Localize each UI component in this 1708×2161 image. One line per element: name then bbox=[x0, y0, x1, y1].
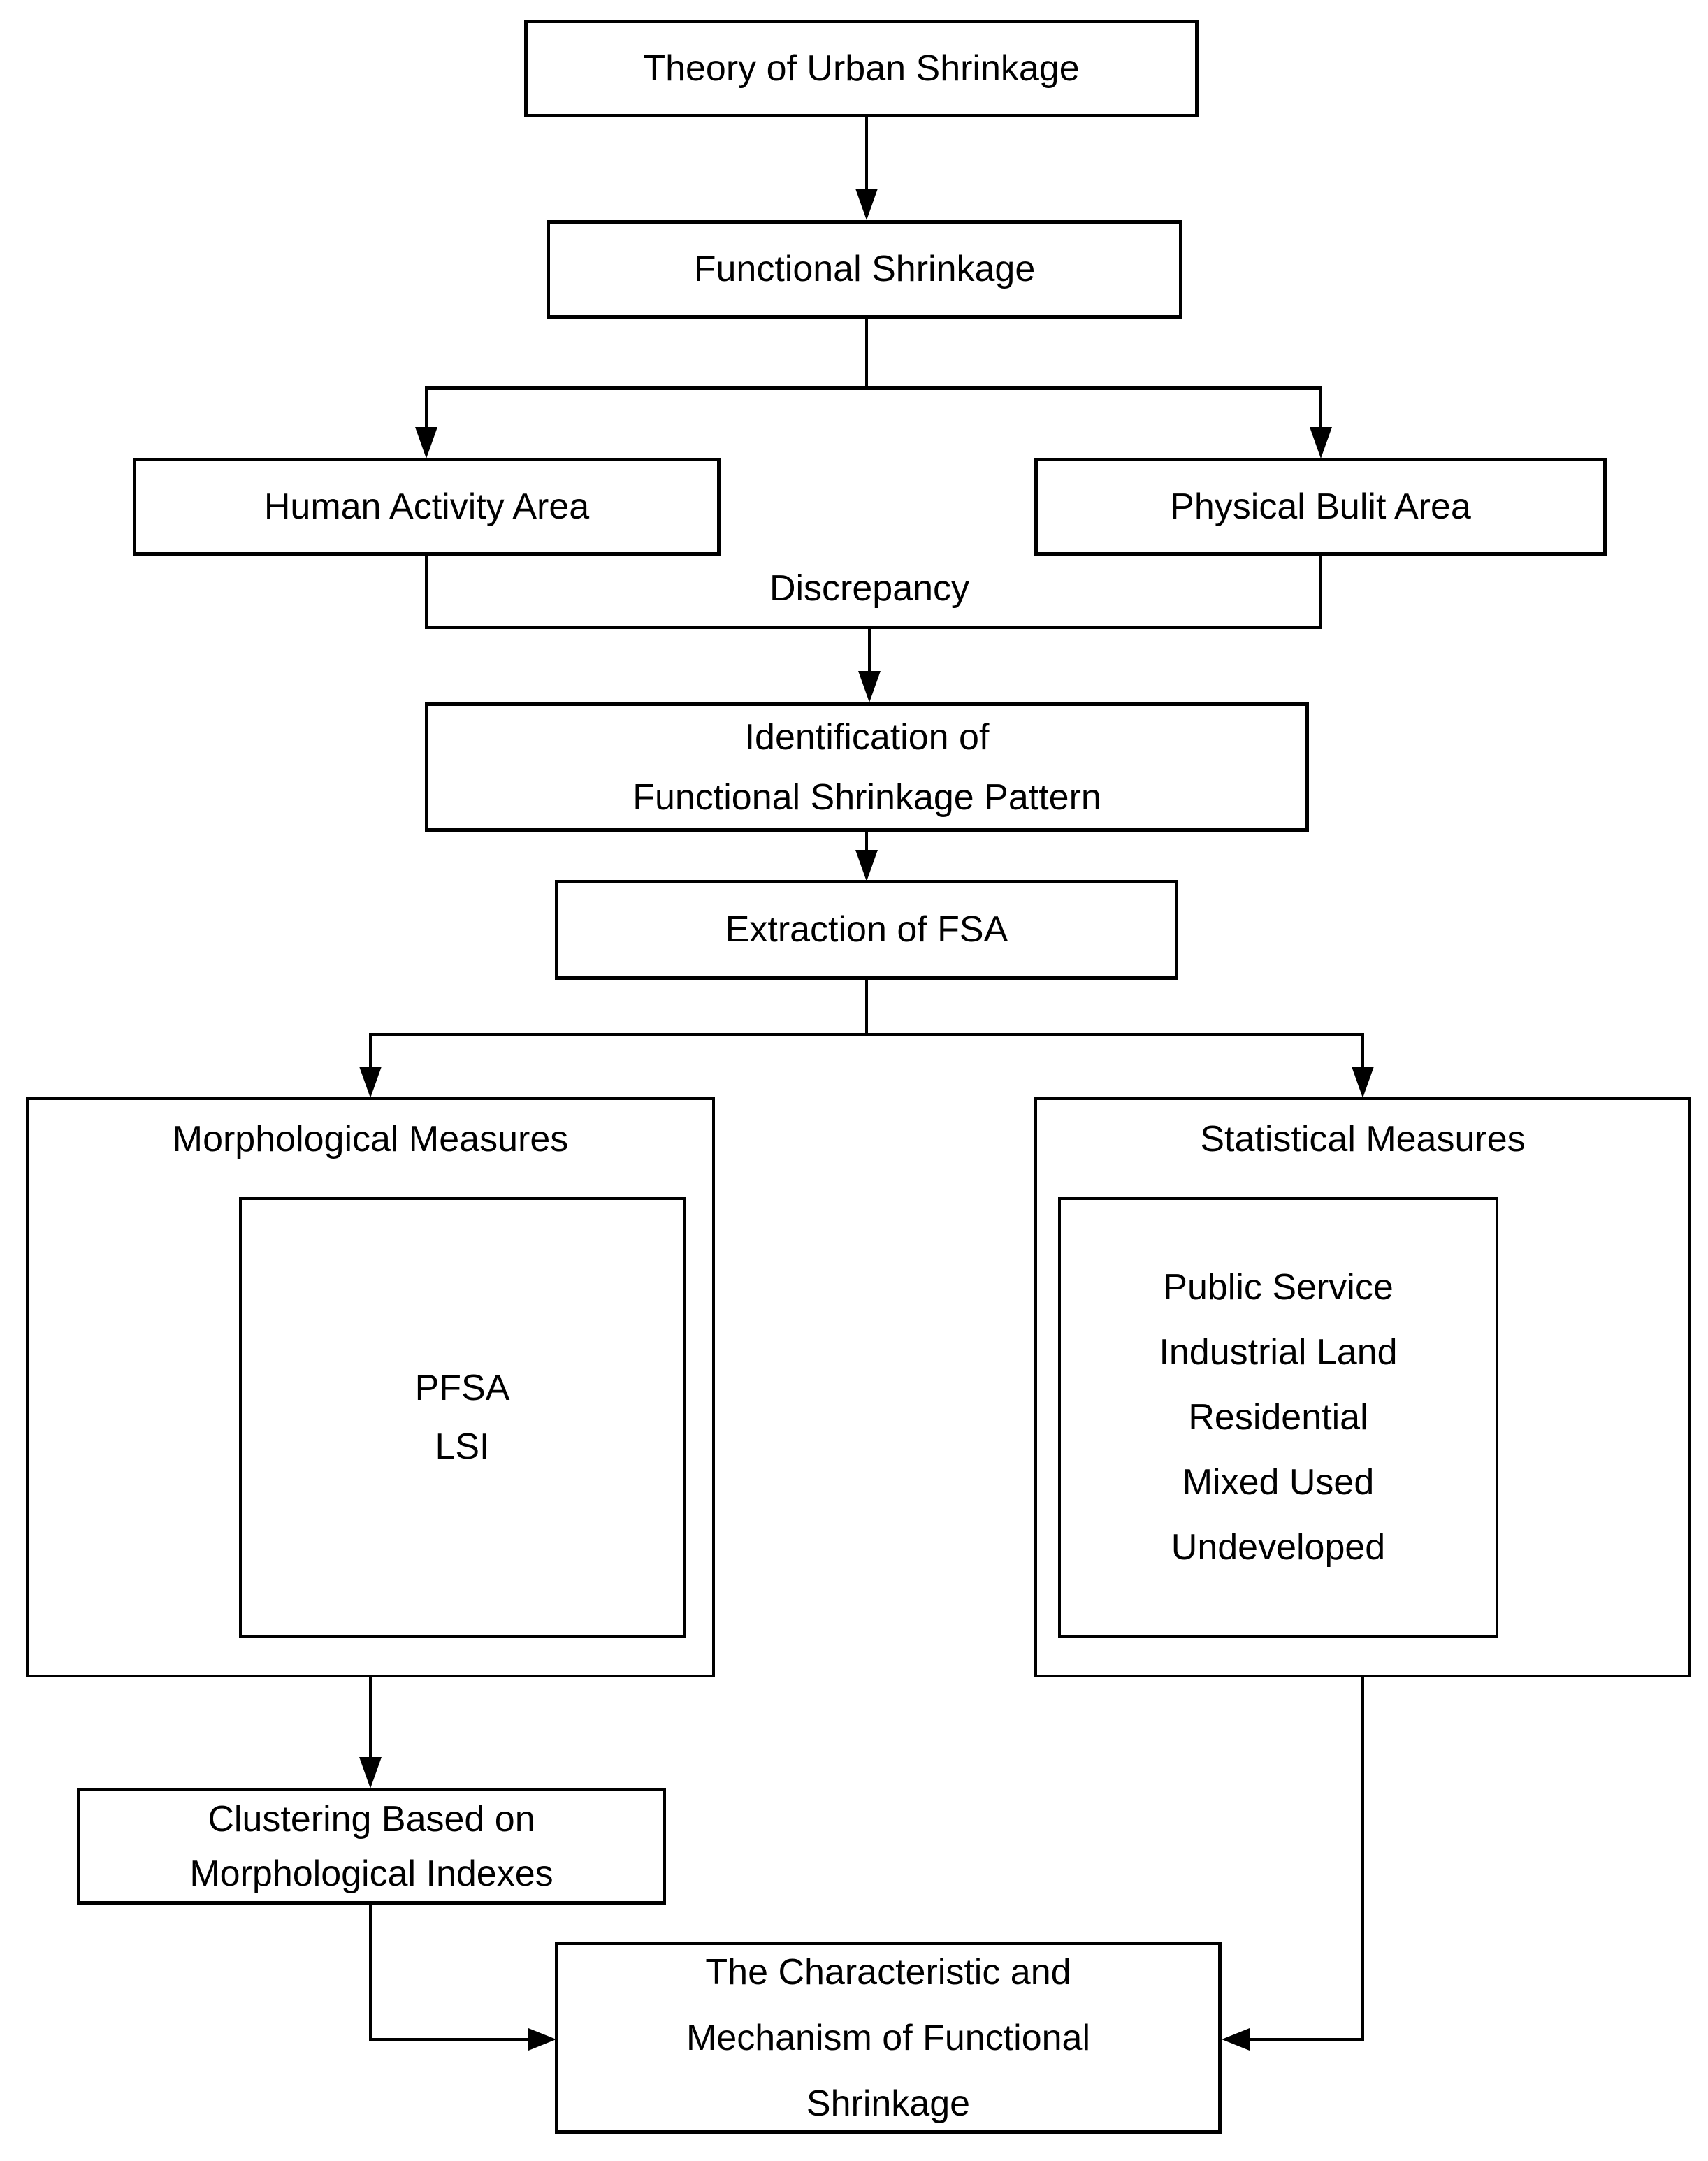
node-theory-of-urban-shrinkage: Theory of Urban Shrinkage bbox=[524, 20, 1199, 117]
arrowhead-into-statistical bbox=[1352, 1067, 1374, 1098]
statistical-measures-title: Statistical Measures bbox=[1200, 1119, 1526, 1159]
arrowhead-into-morphological bbox=[359, 1067, 382, 1098]
connector-identification-to-extraction bbox=[865, 832, 868, 853]
connector-merge-stem bbox=[868, 629, 871, 672]
connector-drop-human-activity bbox=[425, 386, 428, 428]
connector-merge-left bbox=[425, 556, 428, 629]
arrowhead-into-outcome-right bbox=[1222, 2028, 1250, 2051]
connector-drop-morphological bbox=[369, 1033, 372, 1068]
connector-extraction-stem bbox=[865, 980, 868, 1036]
arrowhead-into-outcome-left bbox=[528, 2028, 556, 2051]
node-clustering: Clustering Based on Morphological Indexe… bbox=[77, 1788, 666, 1905]
node-land-use-categories: Public Service Industrial Land Residenti… bbox=[1058, 1197, 1498, 1638]
node-functional-shrinkage: Functional Shrinkage bbox=[547, 220, 1182, 319]
connector-theory-to-functional bbox=[865, 117, 868, 190]
arrowhead-into-identification bbox=[858, 671, 881, 702]
node-human-activity-area: Human Activity Area bbox=[133, 458, 721, 556]
node-morphological-indexes: PFSA LSI bbox=[239, 1197, 686, 1638]
connector-clustering-elbow bbox=[369, 2038, 531, 2041]
node-outcome: The Characteristic and Mechanism of Func… bbox=[555, 1942, 1222, 2134]
arrowhead-into-human-activity bbox=[415, 427, 437, 458]
node-physical-built-area: Physical Bulit Area bbox=[1034, 458, 1607, 556]
connector-drop-statistical bbox=[1361, 1033, 1364, 1068]
connector-split-bar-top bbox=[425, 386, 1322, 390]
connector-merge-bar bbox=[425, 626, 1322, 629]
connector-drop-physical-built bbox=[1319, 386, 1322, 428]
connector-morphological-to-clustering bbox=[369, 1677, 372, 1760]
connector-statistical-stem bbox=[1361, 1677, 1364, 2041]
morphological-measures-title: Morphological Measures bbox=[172, 1119, 569, 1159]
connector-merge-right bbox=[1319, 556, 1322, 629]
discrepancy-label: Discrepancy bbox=[769, 568, 970, 609]
arrowhead-into-physical-built bbox=[1310, 427, 1332, 458]
connector-clustering-stem bbox=[369, 1905, 372, 2041]
connector-functional-stem bbox=[865, 319, 868, 389]
node-extraction-of-fsa: Extraction of FSA bbox=[555, 880, 1178, 980]
connector-statistical-elbow bbox=[1248, 2038, 1363, 2041]
arrowhead-into-functional bbox=[855, 189, 878, 220]
connector-split-bar-measures bbox=[369, 1033, 1364, 1036]
arrowhead-into-extraction bbox=[855, 850, 878, 881]
node-identification-pattern: Identification of Functional Shrinkage P… bbox=[425, 702, 1309, 832]
arrowhead-into-clustering bbox=[359, 1757, 382, 1788]
